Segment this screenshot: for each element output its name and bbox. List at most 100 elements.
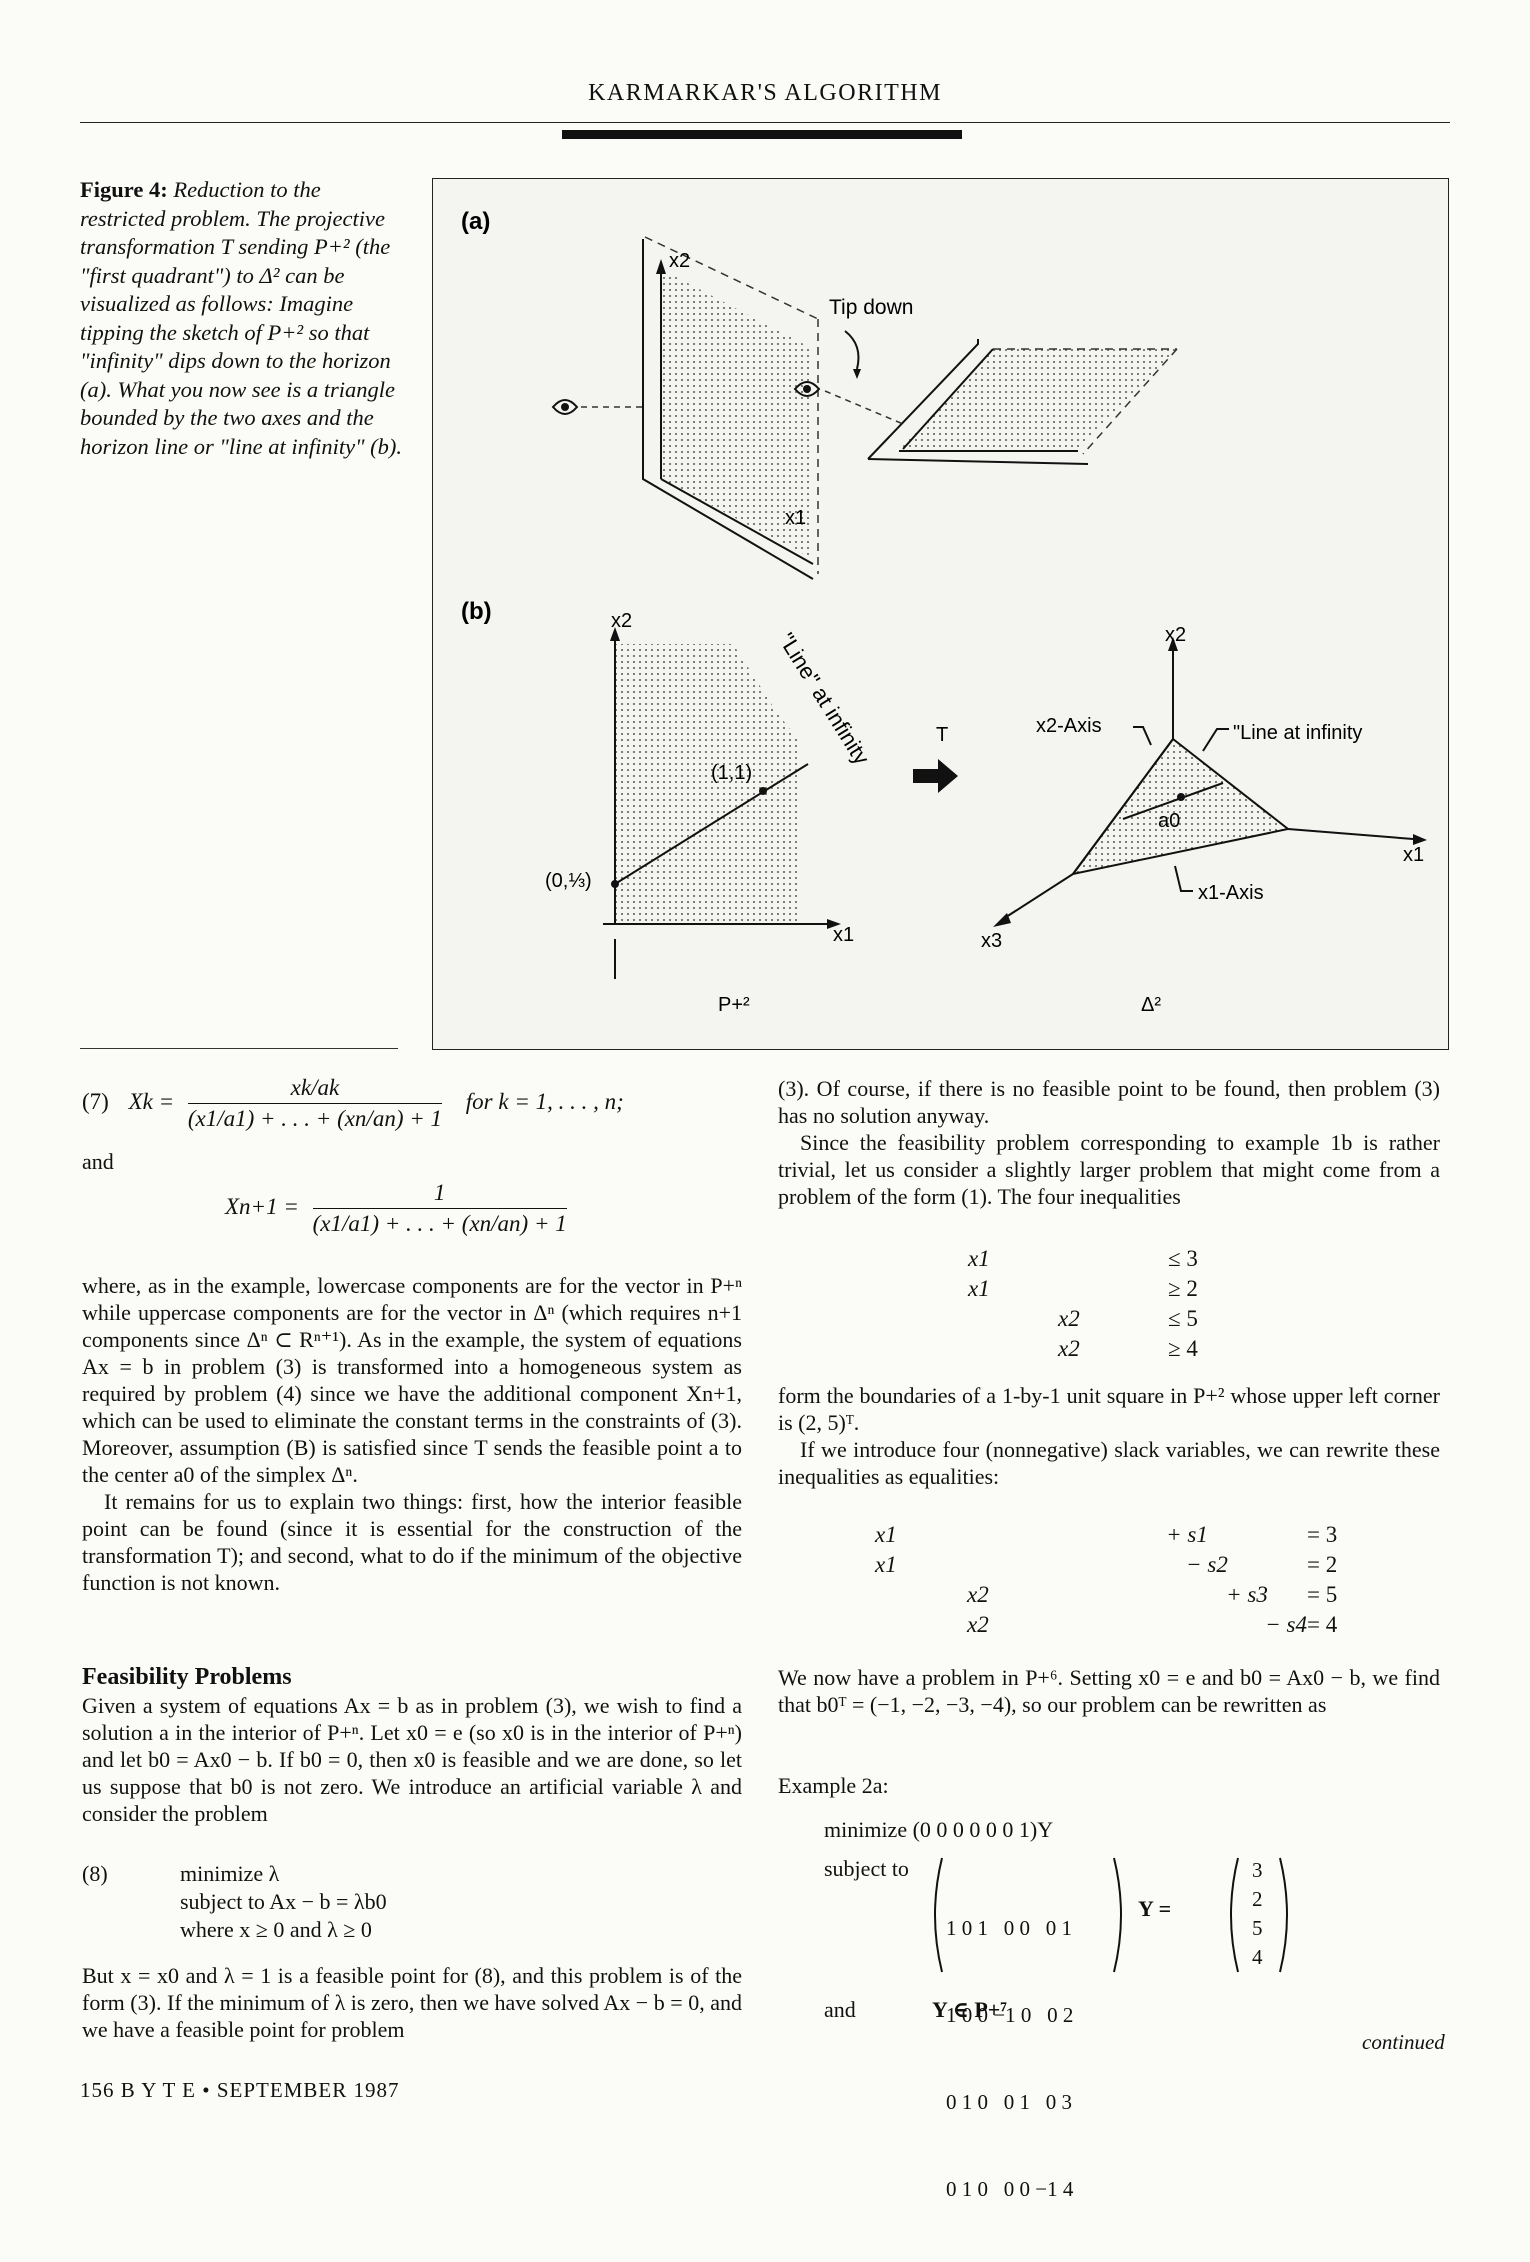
a0-label: a0	[1158, 810, 1180, 832]
simplex-region	[1073, 739, 1288, 874]
rhs-entry: 2	[1252, 1887, 1263, 1911]
x3-label: x3	[981, 930, 1002, 952]
paragraph: If we introduce four (nonnegative) slack…	[778, 1437, 1440, 1489]
figure-4: (a) (b) x2 x1 Tip down	[432, 178, 1449, 1050]
example-label: Example 2a:	[778, 1773, 889, 1798]
eq8-line2: subject to Ax − b = λb0	[180, 1889, 387, 1914]
matrix-row: 1 0 0 −1 0 0 2	[946, 2003, 1074, 2027]
inequalities: x1≤ 3 x1≥ 2 x2≤ 5 x2≥ 4	[968, 1244, 1198, 1364]
eq-var	[967, 1550, 1067, 1580]
x2-label-a: x2	[669, 250, 690, 272]
rhs-entry: 5	[1252, 1916, 1263, 1940]
eq-var	[875, 1610, 967, 1640]
eq7-number: (7)	[82, 1088, 109, 1114]
ineq-var	[1058, 1274, 1168, 1304]
x1-label-simplex: x1	[1403, 844, 1424, 866]
ineq-bound: ≤ 3	[1168, 1246, 1198, 1271]
matrix-row: 1 0 1 0 0 0 1	[946, 1916, 1072, 1940]
ineq-bound: ≥ 4	[1168, 1336, 1198, 1361]
eqn1-numerator: 1	[312, 1180, 567, 1209]
figure-caption: Figure 4: Reduction to the restricted pr…	[80, 176, 410, 461]
eq8-number: (8)	[82, 1861, 108, 1886]
paragraph: Since the feasibility problem correspond…	[778, 1130, 1440, 1209]
eq-slack: − s2	[1186, 1552, 1228, 1577]
p-plus-label: P+²	[718, 994, 750, 1016]
eqn1-denominator: (x1/a1) + . . . + (xn/an) + 1	[312, 1211, 567, 1236]
quadrant-sheet	[661, 269, 813, 559]
header-rule	[80, 122, 1450, 123]
rhs-brackets	[1230, 1857, 1288, 1973]
constraint-system: subject to 1 0 1 0 0 0 1 1 0 0 −1 0 0 2 …	[824, 1856, 1444, 2201]
equation-n-plus-1: Xn+1 = 1 (x1/a1) + . . . + (xn/an) + 1	[225, 1180, 567, 1237]
ineq-var	[968, 1304, 1058, 1334]
ineq-var: x1	[968, 1246, 990, 1271]
panel-b-label: (b)	[461, 598, 492, 625]
x2-label-simplex: x2	[1165, 624, 1186, 646]
x1-label-a: x1	[785, 507, 806, 529]
rhs-entry: 4	[1252, 1945, 1263, 1969]
eq-rhs: = 2	[1307, 1552, 1338, 1577]
section-heading: Feasibility Problems	[82, 1664, 292, 1690]
rhs-vector: 3 2 5 4	[1252, 1856, 1263, 1972]
arrow-right-icon	[913, 759, 958, 793]
ineq-bound: ≥ 2	[1168, 1276, 1198, 1301]
flat-sheet	[898, 349, 1177, 451]
x1-label-b: x1	[833, 924, 854, 946]
eq7-lhs: Xk =	[128, 1088, 175, 1114]
point-0-third: (0,⅓)	[545, 870, 592, 892]
eqn1-lhs: Xn+1 =	[225, 1193, 299, 1219]
rhs-entry: 3	[1252, 1858, 1263, 1882]
x2-axis-label: x2-Axis	[1036, 715, 1102, 737]
eq-rhs: = 5	[1307, 1582, 1338, 1607]
eq8-line3: where x ≥ 0 and λ ≥ 0	[180, 1917, 372, 1942]
eq7-numerator: xk/ak	[187, 1075, 443, 1104]
subject-to-label: subject to	[824, 1856, 909, 1881]
eq8-line1: minimize λ	[180, 1861, 280, 1886]
delta-label: Δ²	[1141, 994, 1161, 1016]
shaded-region	[615, 644, 798, 924]
header-bar	[562, 130, 962, 139]
paragraph: form the boundaries of a 1-by-1 unit squ…	[778, 1383, 1440, 1435]
matrix-row: 0 1 0 0 0 −1 4	[946, 2177, 1074, 2201]
eq-rhs: = 3	[1307, 1522, 1338, 1547]
minimize-line: minimize (0 0 0 0 0 0 1)Y	[824, 1817, 1054, 1842]
figure-drawing: (a) (b) x2 x1 Tip down	[461, 208, 1427, 1016]
ineq-var: x2	[1058, 1306, 1080, 1331]
equation-7: (7) Xk = xk/ak (x1/a1) + . . . + (xn/an)…	[82, 1075, 742, 1132]
eq-slack: + s1	[1166, 1522, 1208, 1547]
and-word: and	[824, 1997, 856, 2022]
eq-var	[875, 1580, 967, 1610]
slack-equations: x1+ s1= 3 x1− s2= 2 x2+ s3= 5 x2− s4= 4	[875, 1520, 1337, 1640]
ineq-var	[1058, 1244, 1168, 1274]
eq-slack: − s4	[1265, 1612, 1307, 1637]
eq7-denominator: (x1/a1) + . . . + (xn/an) + 1	[187, 1106, 443, 1131]
x2-label-b: x2	[611, 610, 632, 632]
ineq-bound: ≤ 5	[1168, 1306, 1198, 1331]
ineq-var: x1	[968, 1276, 990, 1301]
caption-label: Figure 4:	[80, 177, 168, 202]
x1-axis-label: x1-Axis	[1198, 882, 1264, 904]
left-body-2: Given a system of equations Ax = b as in…	[82, 1693, 742, 1826]
eq-var: x2	[967, 1582, 989, 1607]
eq-var: x1	[875, 1552, 897, 1577]
constraint-matrix: 1 0 1 0 0 0 1 1 0 0 −1 0 0 2 0 1 0 0 1 0…	[946, 1856, 1073, 2262]
right-body-3: We now have a problem in P+⁶. Setting x0…	[778, 1665, 1440, 1717]
ineq-var	[968, 1334, 1058, 1364]
matrix-brackets	[934, 1857, 1122, 1973]
panel-a-label: (a)	[461, 208, 490, 235]
page-footer: 156 B Y T E • SEPTEMBER 1987	[80, 2078, 400, 2102]
eye-icon	[551, 399, 579, 415]
tip-down-label: Tip down	[829, 296, 913, 319]
matrix-row: 0 1 0 0 1 0 3	[946, 2090, 1072, 2114]
y-membership: Y ∈ P+⁷	[932, 1997, 1007, 2022]
eye-icon	[793, 381, 821, 397]
eq-var: x2	[967, 1612, 989, 1637]
transform-T: T	[936, 724, 948, 746]
eq-var	[967, 1520, 1067, 1550]
continued-label: continued	[1362, 2030, 1445, 2054]
eq7-condition: for k = 1, . . . , n;	[465, 1088, 624, 1114]
caption-rule	[80, 1048, 398, 1049]
paragraph: where, as in the example, lowercase comp…	[82, 1273, 742, 1487]
eq-var: x1	[875, 1522, 897, 1547]
left-body-1: where, as in the example, lowercase comp…	[82, 1272, 742, 1596]
